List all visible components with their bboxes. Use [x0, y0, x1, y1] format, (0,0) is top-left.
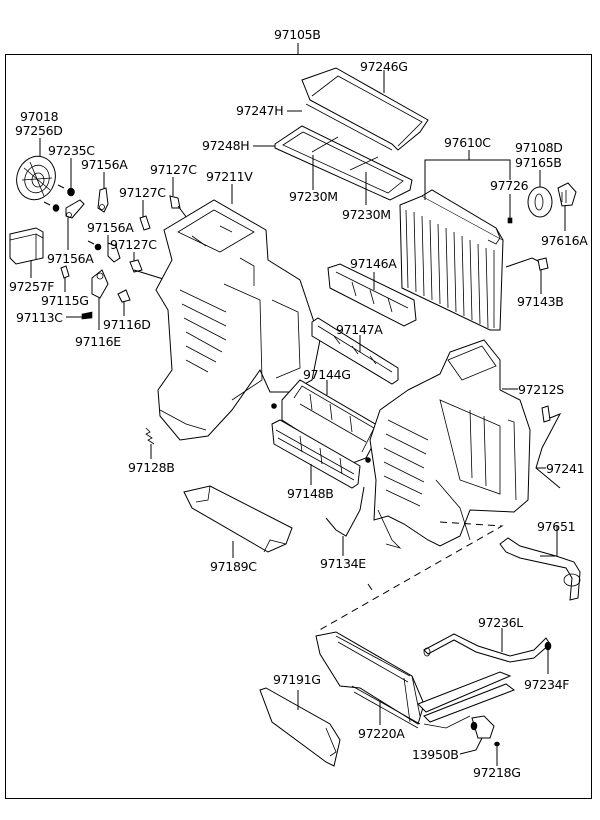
- part-97651-drain-hose[interactable]: [499, 537, 581, 601]
- part-97236L-pipe[interactable]: [423, 633, 551, 663]
- label-97144G[interactable]: 97144G: [303, 367, 351, 382]
- label-97108D[interactable]: 97108D: [515, 140, 563, 155]
- part-97246G-filter-cover[interactable]: [301, 67, 429, 151]
- part-97241-sensor-wire[interactable]: [535, 405, 562, 489]
- leader-13950B: [459, 737, 483, 755]
- part-97726-clip[interactable]: [507, 217, 513, 224]
- leader-97610C: [424, 159, 511, 200]
- part-97189C-tray[interactable]: [183, 485, 293, 553]
- label-97230M-b[interactable]: 97230M: [342, 207, 391, 222]
- label-97127C-b[interactable]: 97127C: [119, 185, 167, 200]
- part-97127C-clip-b[interactable]: [139, 215, 151, 231]
- part-13950B-valve[interactable]: [470, 715, 495, 739]
- part-97116D-link[interactable]: [117, 289, 131, 303]
- part-97146A-mode-door[interactable]: [327, 263, 417, 327]
- part-97134E-wire[interactable]: [325, 486, 365, 537]
- label-97128B[interactable]: 97128B: [128, 460, 175, 475]
- label-97147A[interactable]: 97147A: [336, 322, 384, 337]
- label-97257F[interactable]: 97257F: [9, 279, 55, 294]
- label-97212S[interactable]: 97212S: [518, 382, 565, 397]
- part-97115G-screw[interactable]: [60, 265, 70, 279]
- label-97146A[interactable]: 97146A: [350, 256, 398, 271]
- label-97616A[interactable]: 97616A: [541, 233, 589, 248]
- label-97220A[interactable]: 97220A: [358, 726, 406, 741]
- part-97220A-pipes[interactable]: [417, 671, 516, 729]
- label-97191G[interactable]: 97191G: [273, 672, 321, 687]
- label-97247H[interactable]: 97247H: [236, 103, 284, 118]
- label-97127C-c[interactable]: 97127C: [110, 237, 158, 252]
- part-97113C-connector[interactable]: [81, 311, 93, 320]
- part-97220A-heater-core[interactable]: [315, 631, 425, 729]
- label-97115G[interactable]: 97115G: [41, 293, 89, 308]
- label-97235C[interactable]: 97235C: [48, 143, 96, 158]
- part-97108D-gasket[interactable]: [527, 186, 553, 218]
- label-97116E[interactable]: 97116E: [75, 334, 122, 349]
- part-97147A-vent-door[interactable]: [311, 317, 399, 385]
- part-97212S-heater-case[interactable]: [369, 339, 531, 549]
- part-97143B-sensor[interactable]: [505, 257, 549, 271]
- label-97651[interactable]: 97651: [537, 519, 576, 534]
- part-97018-blower-motor[interactable]: [11, 151, 62, 205]
- label-97156A-a[interactable]: 97156A: [81, 157, 129, 172]
- label-97726[interactable]: 97726: [490, 178, 529, 193]
- label-97241[interactable]: 97241: [546, 461, 585, 476]
- assembly-dash-line-2: [367, 583, 373, 591]
- part-97616A-valve[interactable]: [557, 182, 577, 207]
- assembly-dash-line: [315, 521, 504, 633]
- part-97191G-cover[interactable]: [259, 687, 341, 767]
- label-13950B[interactable]: 13950B: [412, 747, 459, 762]
- part-97128B-spring[interactable]: [145, 427, 155, 445]
- label-97148B[interactable]: 97148B: [287, 486, 334, 501]
- label-97134E[interactable]: 97134E: [320, 556, 367, 571]
- label-97248H[interactable]: 97248H: [202, 138, 250, 153]
- label-97189C[interactable]: 97189C: [210, 559, 258, 574]
- label-97143B[interactable]: 97143B: [517, 294, 564, 309]
- label-97211V[interactable]: 97211V: [206, 169, 254, 184]
- part-97144G-temp-door[interactable]: [271, 379, 383, 465]
- label-97156A-b[interactable]: 97156A: [47, 251, 95, 266]
- part-97235C-screw[interactable]: [57, 184, 75, 197]
- label-97246G[interactable]: 97246G: [360, 59, 408, 74]
- label-97234F[interactable]: 97234F: [524, 677, 570, 692]
- leader-97651: [540, 526, 558, 557]
- part-97211V-blower-housing[interactable]: [155, 199, 321, 441]
- label-97256D[interactable]: 97256D: [15, 123, 63, 138]
- label-97230M-a[interactable]: 97230M: [289, 189, 338, 204]
- part-97148B-floor-door[interactable]: [271, 419, 361, 489]
- label-97113C[interactable]: 97113C: [16, 310, 64, 325]
- part-97610C-evaporator[interactable]: [399, 189, 504, 331]
- part-97156A-lever-a[interactable]: [97, 187, 109, 213]
- assembly-frame: [5, 54, 592, 799]
- part-97116E-actuator[interactable]: [91, 269, 109, 299]
- part-97234F-clamp[interactable]: [544, 641, 552, 651]
- label-97156A-c[interactable]: 97156A: [87, 220, 135, 235]
- part-97218G-screw[interactable]: [494, 741, 500, 747]
- label-97165B[interactable]: 97165B: [515, 155, 562, 170]
- part-97156A-lever-c[interactable]: [87, 240, 121, 263]
- label-97018[interactable]: 97018: [20, 109, 59, 124]
- part-97127C-clip-c[interactable]: [129, 259, 143, 273]
- part-97257F-control-module[interactable]: [9, 227, 44, 265]
- label-97116D[interactable]: 97116D: [103, 317, 151, 332]
- label-97218G[interactable]: 97218G: [473, 765, 521, 780]
- label-97610C[interactable]: 97610C: [444, 135, 492, 150]
- part-97248H-filter-frame[interactable]: [274, 125, 413, 201]
- label-assembly[interactable]: 97105B: [274, 27, 321, 42]
- part-97156A-lever-b[interactable]: [43, 199, 85, 219]
- label-97236L[interactable]: 97236L: [478, 615, 524, 630]
- label-97127C-a[interactable]: 97127C: [150, 162, 198, 177]
